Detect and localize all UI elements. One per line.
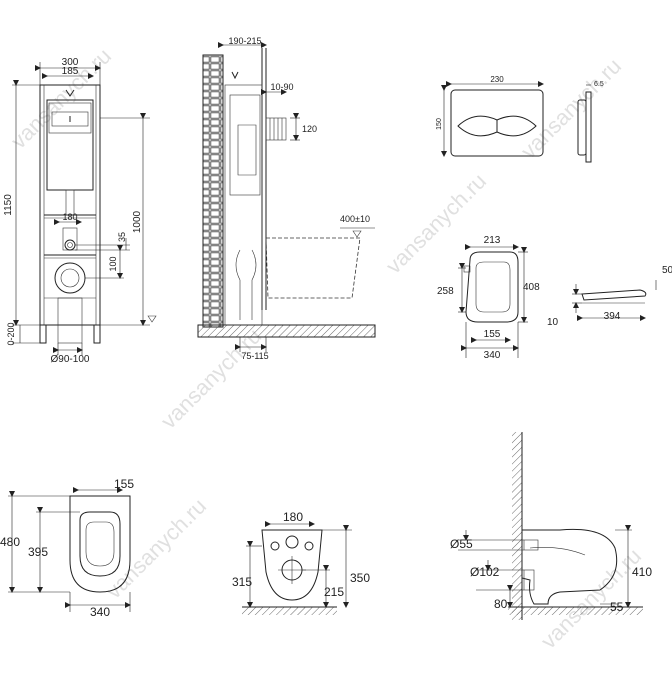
dim-height-outlet: 1000 <box>132 210 143 233</box>
dim-drain-offset: 100 <box>108 256 118 271</box>
watermark-text: vansanych.ru <box>101 493 211 603</box>
dim-seat-hinge: 258 <box>437 286 454 297</box>
dim-plate-height: 150 <box>436 118 443 130</box>
flush-plate-front <box>450 89 544 157</box>
actuator <box>265 117 287 141</box>
bowl-side-view: Ø55 Ø102 80 410 55 <box>450 432 652 620</box>
arrow-down-icon <box>65 89 75 97</box>
bowl-top-outline <box>69 495 131 593</box>
flush-plate-view: 230 150 6.5 <box>436 75 604 163</box>
drain-outlet <box>54 262 86 294</box>
bowl-outline-dashed <box>265 237 361 299</box>
arrow-down-icon <box>231 71 239 80</box>
dim-width-total: 300 <box>62 57 79 68</box>
dim-leg-range: 0-200 <box>6 322 16 345</box>
dim-height-total: 1150 <box>3 194 14 216</box>
bowl-back-outline <box>261 529 323 601</box>
dim-bowl-side-height: 410 <box>632 565 652 579</box>
bolt-hole <box>304 541 314 551</box>
drain-bend <box>235 249 241 320</box>
seat-side <box>581 289 647 301</box>
wall-section <box>512 432 522 620</box>
dim-height-outlet-center: 315 <box>232 575 252 589</box>
drain-pipe <box>57 297 83 344</box>
frame-front-view: 300 185 1150 0-200 1000 180 35 100 <box>3 57 157 365</box>
dim-pipe-offset: 35 <box>117 232 127 242</box>
brick-wall <box>202 54 224 328</box>
dim-bowl-total-length: 480 <box>0 535 20 549</box>
dim-bowl-height: 400±10 <box>340 214 370 224</box>
dim-bowl-top-width: 155 <box>114 477 134 491</box>
frame-side-view: 190-215 10-90 120 400±10 75-115 <box>197 36 376 361</box>
bowl-back-view: 180 315 350 215 <box>232 510 370 615</box>
dim-outlet-diameter: Ø102 <box>470 565 500 579</box>
dim-bowl-width: 340 <box>90 605 110 619</box>
dim-seat-thickness: 10 <box>547 317 559 328</box>
dim-width-inner: 185 <box>62 66 79 77</box>
inlet-connector <box>523 539 539 551</box>
dim-seat-length: 408 <box>523 282 540 293</box>
dim-bolt-spacing: 180 <box>283 510 303 524</box>
watermark-text: vansanych.ru <box>536 543 646 653</box>
dim-seat-side-height: 50 <box>662 265 672 276</box>
watermark-text: vansanych.ru <box>516 53 626 163</box>
cistern-side <box>229 94 261 196</box>
dim-seat-top-width: 213 <box>484 235 501 246</box>
seat-view: 213 408 258 155 340 394 10 50 <box>437 235 672 361</box>
dim-seat-bottom-width: 155 <box>484 329 501 340</box>
dim-wall-gap: 75-115 <box>241 351 268 361</box>
level-icon <box>352 230 362 238</box>
dim-seat-total-width: 340 <box>484 350 501 361</box>
inlet-pipe <box>64 239 76 251</box>
dim-seat-side-length: 394 <box>604 311 621 322</box>
frame-outline <box>39 84 101 326</box>
dim-outlet-height-side: 80 <box>494 597 508 611</box>
flush-button <box>457 115 537 137</box>
seat-top <box>465 251 519 323</box>
watermarks: vansanych.ru vansanych.ru vansanych.ru v… <box>6 43 646 653</box>
inlet-hole <box>285 535 299 549</box>
watermark-text: vansanych.ru <box>156 323 266 433</box>
dim-plate-thickness: 6.5 <box>594 81 604 88</box>
dim-inlet-diameter: Ø55 <box>450 537 473 551</box>
floor-slab <box>197 324 376 338</box>
floor-level-icon <box>147 315 157 323</box>
dim-depth: 190-215 <box>228 36 261 46</box>
dim-floor-offset: 55 <box>610 600 624 614</box>
dim-plate-width: 230 <box>490 75 504 84</box>
dim-pipe-spacing: 180 <box>62 212 77 222</box>
dim-bowl-inner-length: 395 <box>28 545 48 559</box>
dim-flush-offset: 10-90 <box>270 82 293 92</box>
bowl-rim <box>79 511 121 577</box>
bowl-top-view: 155 480 395 340 <box>0 477 134 619</box>
dim-bowl-height-total: 350 <box>350 571 370 585</box>
bowl-side-outline <box>521 528 618 605</box>
dim-tank-size: 120 <box>302 124 317 134</box>
outlet-connector <box>523 569 535 591</box>
bolt-hole <box>270 541 280 551</box>
dim-outlet-height: 215 <box>324 585 344 599</box>
floor-section <box>508 607 643 615</box>
watermark-text: vansanych.ru <box>381 168 491 278</box>
dim-drain-diameter: Ø90-100 <box>51 354 90 365</box>
